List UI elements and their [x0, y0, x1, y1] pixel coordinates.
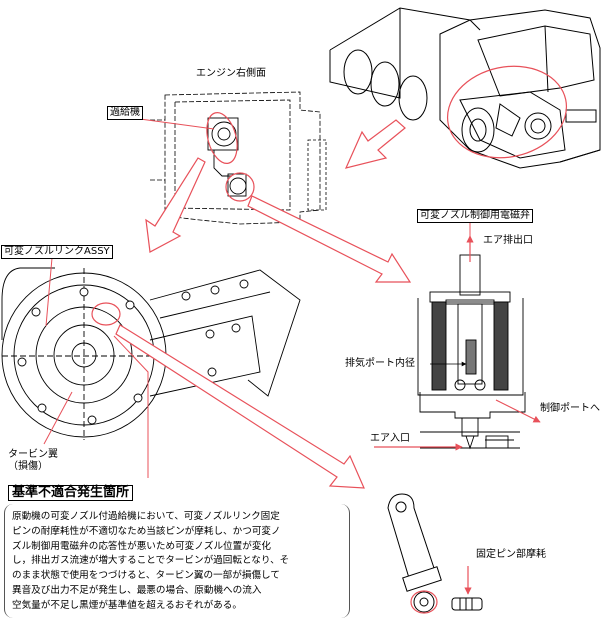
- turbocharger-label: 過給機: [107, 106, 143, 120]
- truck-illustration: [329, 7, 601, 169]
- description-line: のまま状態で使用をつづけると、タービン翼の一部が損傷して: [12, 570, 280, 582]
- pin-wear-highlight: [410, 590, 438, 614]
- nonconformity-leader: [113, 335, 149, 478]
- fixed-pin-wear-label: 固定ピン部摩耗: [476, 549, 546, 560]
- nonconformity-location-title: 基準不適合発生箇所: [8, 485, 134, 501]
- arrow-engine-to-solenoid: [247, 195, 412, 283]
- turbine-blade-label: タービン翼: [8, 449, 58, 460]
- engine-solenoid-highlight: [225, 172, 255, 202]
- description-line: ピンの耐摩耗性が不適切なため当該ピンが摩耗し、かつ可変ノ: [12, 525, 281, 537]
- arrow-engine-to-assy: [145, 157, 206, 253]
- solenoid-valve-illustration: [417, 254, 526, 450]
- arrow-assy-to-pin: [115, 324, 365, 489]
- turbine-blade-damaged-label: （損傷）: [8, 461, 48, 472]
- engine-illustration: [150, 91, 327, 225]
- description-line: ズル制御用電磁弁の応答性が悪いため可変ノズル位置が変化: [12, 540, 272, 552]
- air-inlet-label: エア入口: [370, 433, 410, 444]
- nozzle-pin-highlight: [91, 302, 121, 326]
- turbo-leader: [139, 118, 215, 130]
- description-line: 異音及び出力不足が発生し、最悪の場合、原動機への流入: [12, 584, 262, 596]
- truck-engine-highlight: [446, 65, 568, 159]
- description-line: し，排出ガス流速が増大することでタービンが過回転となり、そ: [12, 555, 290, 567]
- description-text: 原動機の可変ノズル付過給機において、可変ノズルリンク固定 ピンの耐摩耗性が不適切…: [12, 510, 345, 618]
- description-frame: [4, 504, 350, 618]
- nozzle-bolts: [17, 279, 249, 425]
- turbo-small: [207, 117, 247, 197]
- arrow-truck-to-engine: [344, 119, 406, 169]
- pin-detail-illustration: [387, 493, 483, 613]
- description-line: 原動機の可変ノズル付過給機において、可変ノズルリンク固定: [12, 511, 280, 522]
- description-line: 空気量が不足し黒煙が基準値を超えるおそれがある。: [12, 599, 242, 611]
- turbine-leader: [43, 391, 73, 445]
- air-outlet-label: エア排出口: [483, 235, 533, 246]
- control-port-label: 制御ポートへ: [540, 403, 600, 414]
- engine-turbo-highlight: [206, 112, 238, 164]
- nozzle-link-assy-label: 可変ノズルリンクASSY: [1, 245, 113, 259]
- engine-right-side-label: エンジン右側面: [196, 68, 266, 79]
- assy-leader: [45, 257, 53, 327]
- solenoid-valve-label: 可変ノズル制御用電磁弁: [417, 209, 533, 223]
- exhaust-port-label: 排気ポート内径: [345, 358, 415, 369]
